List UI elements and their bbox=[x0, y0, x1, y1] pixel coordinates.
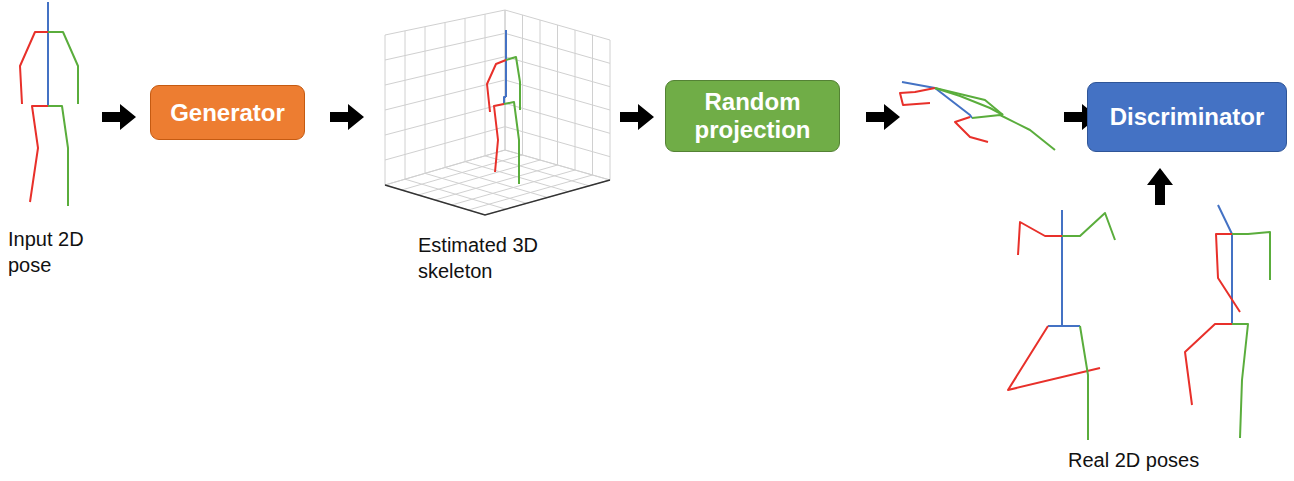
skeletons bbox=[20, 2, 1270, 440]
process-box: Random projection bbox=[665, 80, 840, 152]
caption-label: Input 2D pose bbox=[8, 226, 118, 278]
input-skeleton bbox=[20, 2, 78, 206]
box-label: Discriminator bbox=[1110, 103, 1265, 131]
3d-skeleton bbox=[487, 30, 520, 184]
3d-grid bbox=[385, 10, 610, 215]
projected-skeleton bbox=[900, 82, 1055, 150]
caption-label: Estimated 3D skeleton bbox=[418, 232, 558, 284]
box-label: Generator bbox=[170, 99, 285, 127]
real-skeleton bbox=[1008, 210, 1115, 440]
3d-axes bbox=[385, 180, 610, 215]
box-label: Random projection bbox=[676, 88, 829, 143]
process-box: Discriminator bbox=[1087, 82, 1287, 152]
caption-label: Real 2D poses bbox=[1068, 447, 1268, 473]
process-box: Generator bbox=[150, 85, 305, 140]
real-skeleton bbox=[1185, 205, 1270, 438]
